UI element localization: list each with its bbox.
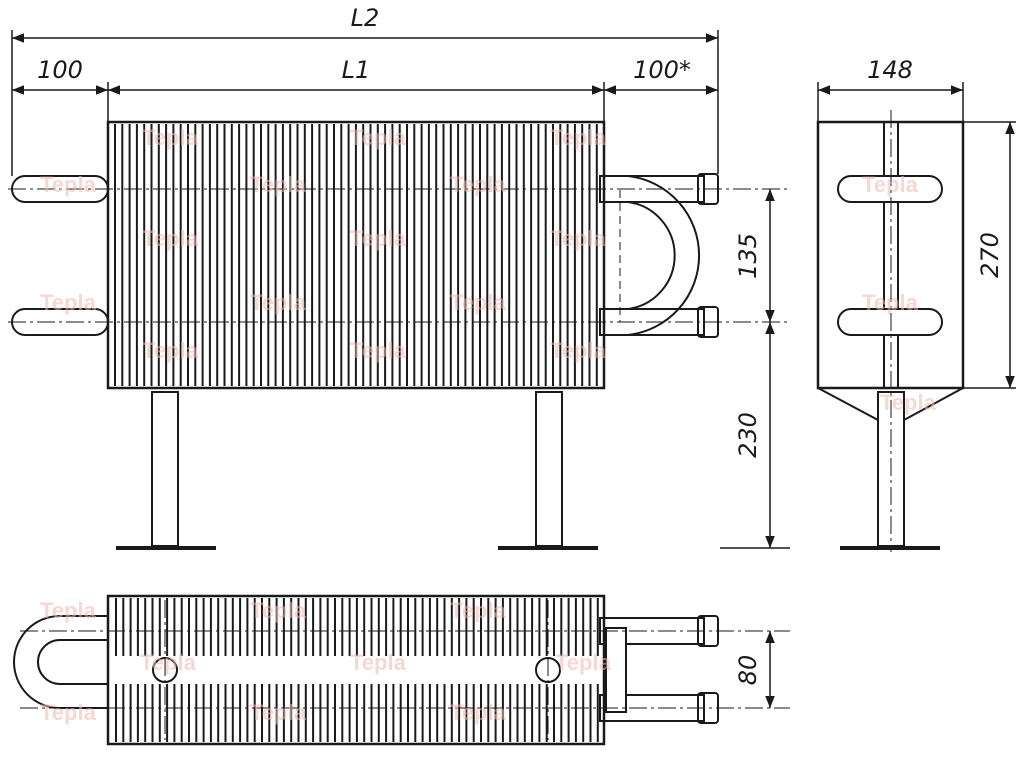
watermark-text: Tepla	[555, 650, 612, 675]
dim-height: 270	[976, 232, 1004, 278]
watermark-text: Tepla	[350, 226, 407, 251]
watermark-text: Tepla	[450, 290, 507, 315]
watermark-logos: TeplaTeplaTeplaTeplaTeplaTeplaTeplaTepla…	[40, 125, 937, 725]
side-view	[816, 110, 965, 552]
dim-left-offset: 100	[37, 56, 83, 84]
watermark-text: Tepla	[862, 172, 919, 197]
dim-right-offset: 100*	[633, 56, 691, 84]
watermark-text: Tepla	[142, 338, 199, 363]
dim-plan-pipe-spacing: 80	[734, 655, 762, 686]
plan-pipes	[13, 615, 719, 724]
dim-depth: 148	[867, 56, 913, 84]
watermark-text: Tepla	[40, 172, 97, 197]
watermark-text: Tepla	[140, 650, 197, 675]
watermark-text: Tepla	[350, 125, 407, 150]
watermark-text: Tepla	[350, 650, 407, 675]
watermark-text: Tepla	[862, 290, 919, 315]
watermark-text: Tepla	[350, 338, 407, 363]
watermark-text: Tepla	[142, 125, 199, 150]
front-fin-block	[106, 120, 606, 390]
front-centerlines	[8, 188, 790, 323]
plan-view	[13, 594, 790, 746]
front-pipes	[11, 173, 719, 338]
watermark-text: Tepla	[250, 700, 307, 725]
watermark-text: Tepla	[250, 172, 307, 197]
dimension-lines	[11, 30, 1016, 708]
watermark-text: Tepla	[142, 226, 199, 251]
dim-l2: L2	[351, 4, 380, 32]
watermark-text: Tepla	[250, 598, 307, 623]
dimension-labels: L2 100 L1 100* 148 135 230 270 80	[37, 4, 1004, 685]
watermark-text: Tepla	[40, 700, 97, 725]
watermark-text: Tepla	[450, 700, 507, 725]
front-view	[8, 120, 790, 550]
dim-l1: L1	[342, 56, 371, 84]
watermark-text: Tepla	[40, 290, 97, 315]
watermark-text: Tepla	[40, 598, 97, 623]
watermark-text: Tepla	[550, 125, 607, 150]
watermark-text: Tepla	[550, 338, 607, 363]
dim-leg-height: 230	[734, 412, 762, 458]
watermark-text: Tepla	[450, 172, 507, 197]
watermark-text: Tepla	[880, 390, 937, 415]
front-legs	[116, 391, 598, 550]
watermark-text: Tepla	[250, 290, 307, 315]
dim-pipe-spacing: 135	[734, 233, 762, 279]
watermark-text: Tepla	[450, 598, 507, 623]
watermark-text: Tepla	[550, 226, 607, 251]
